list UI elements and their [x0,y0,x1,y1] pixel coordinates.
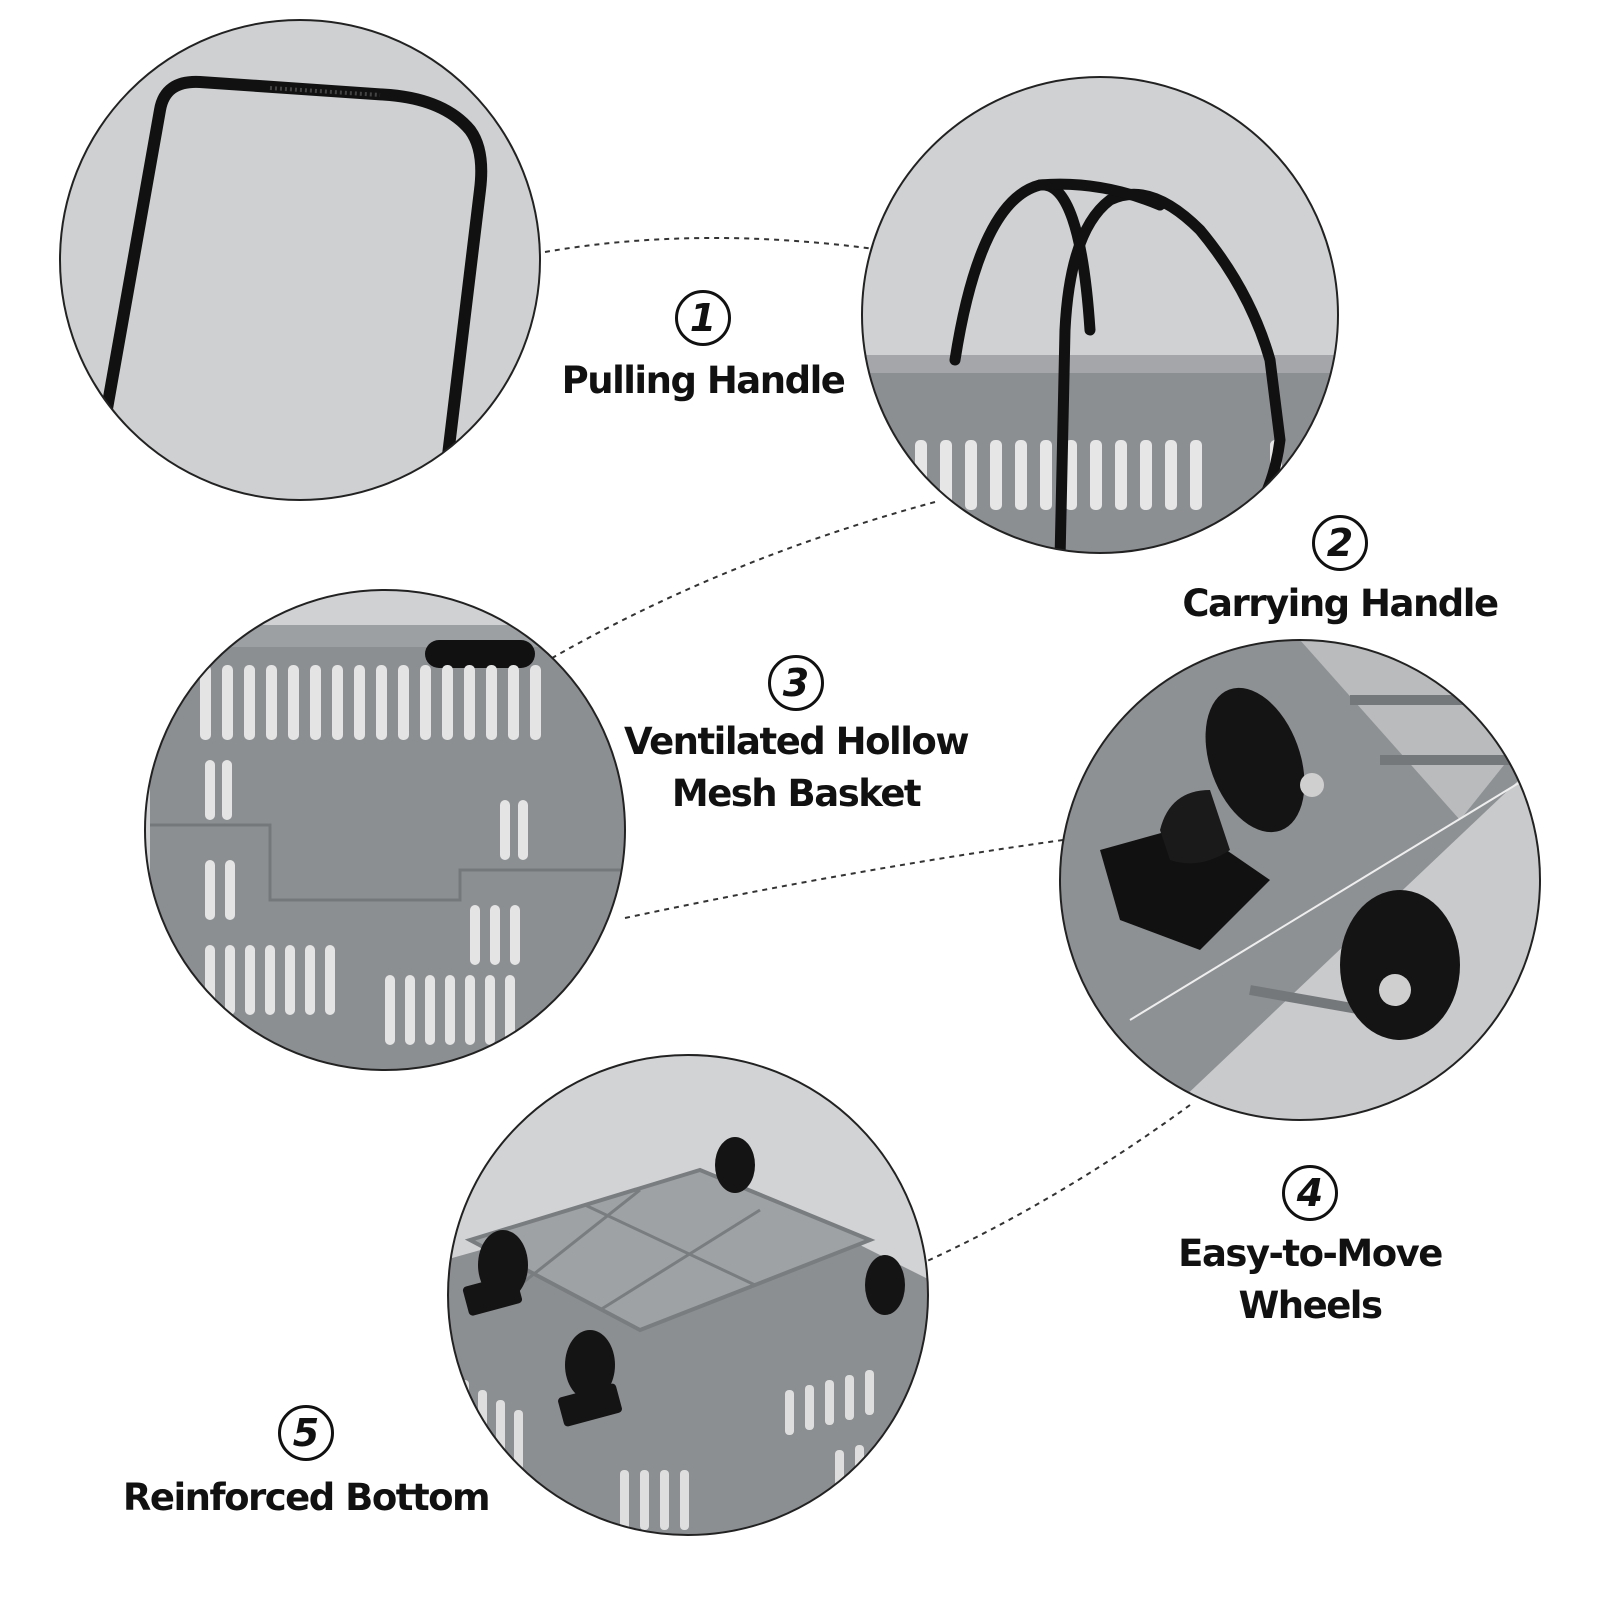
photo-carrying-handle [861,76,1339,554]
connector-2-3 [539,501,936,666]
feature-5-number-badge: 5 [278,1405,334,1461]
connector-1-2 [544,236,883,253]
feature-4-label: Easy-to-Move Wheels [1110,1228,1510,1332]
photo-pulling-handle [59,19,541,501]
feature-1-label-line: Pulling Handle [561,359,846,402]
connector-lines [539,236,1191,1263]
feature-3-label: Ventilated Hollow Mesh Basket [596,716,996,820]
feature-3-number-badge: 3 [768,655,824,711]
photo-wheels [1059,639,1541,1121]
feature-5-label-line: Reinforced Bottom [122,1476,491,1519]
feature-1-number-badge: 1 [675,290,731,346]
feature-2-label: Carrying Handle [1140,578,1540,630]
connector-3-4 [624,839,1064,919]
feature-3-label-line-1: Ventilated Hollow [623,720,970,763]
photo-mesh-basket [144,589,626,1071]
photo-reinforced-bottom [447,1054,929,1536]
feature-1-label: Pulling Handle [503,355,903,407]
feature-4-label-line-2: Wheels [1238,1284,1383,1327]
feature-4-number-badge: 4 [1282,1165,1338,1221]
connector-4-5 [924,1104,1191,1263]
feature-5-label: Reinforced Bottom [106,1472,506,1524]
feature-2-number-badge: 2 [1312,515,1368,571]
feature-4-label-line-1: Easy-to-Move [1178,1232,1443,1275]
feature-2-label-line: Carrying Handle [1182,582,1499,625]
feature-3-label-line-2: Mesh Basket [671,772,922,815]
